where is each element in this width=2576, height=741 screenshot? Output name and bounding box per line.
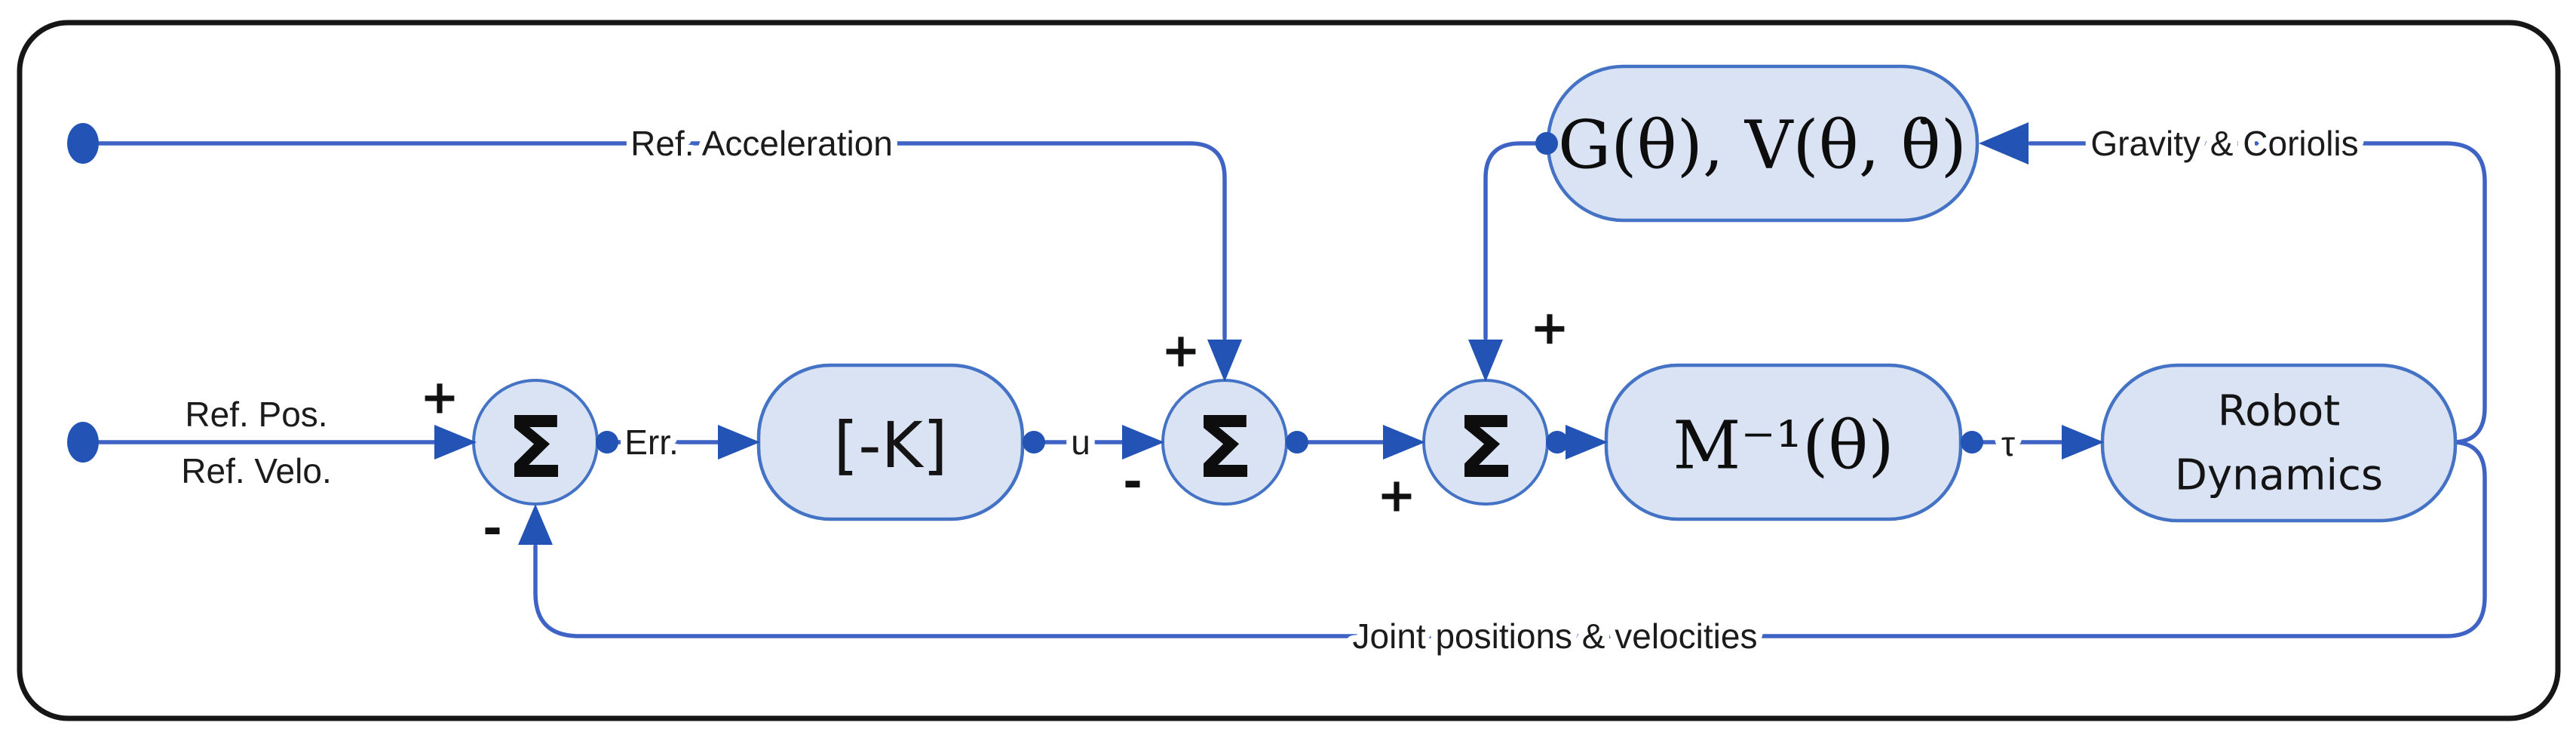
wire-rail-up-gravity bbox=[2028, 141, 2487, 444]
arrowhead-into-robot-dynamics bbox=[2062, 425, 2104, 460]
wire-ref-acceleration bbox=[97, 141, 1227, 340]
wire-gravity-feed bbox=[1483, 141, 1545, 340]
sum-accel-sigma: Σ bbox=[1196, 399, 1254, 497]
sum-torque-plus-left-sign: + bbox=[1377, 468, 1416, 523]
ref-pos-label: Ref. Pos. bbox=[185, 395, 327, 434]
arrowhead-accel-into-sum-accel bbox=[1207, 340, 1242, 382]
gain-block-label: [-K] bbox=[834, 408, 948, 482]
sum-error-plus-sign: + bbox=[420, 370, 459, 425]
arrowhead-into-gravity-block bbox=[1979, 122, 2029, 164]
arrowhead-gravity-into-sum-torque bbox=[1468, 340, 1503, 382]
block-robot-dynamics bbox=[2100, 363, 2458, 523]
robot-dynamics-label-line1: Robot bbox=[2218, 387, 2340, 436]
sum-error-output-dot bbox=[596, 431, 618, 454]
arrowhead-into-inertia bbox=[1566, 425, 1608, 460]
sum-error-sigma: Σ bbox=[507, 399, 565, 497]
wire-joint-feedback bbox=[533, 440, 2487, 638]
tau-signal-label: τ bbox=[2001, 424, 2015, 463]
arrow-dot-group bbox=[67, 122, 2104, 545]
joint-feedback-label: Joint positions & velocities bbox=[1353, 616, 1758, 656]
sum-accel-plus-sign: + bbox=[1161, 323, 1201, 378]
error-signal-label: Err. bbox=[624, 423, 679, 462]
ref-velo-label: Ref. Velo. bbox=[181, 451, 331, 490]
sum-error-minus-sign: - bbox=[483, 501, 502, 556]
ref-acceleration-source-dot bbox=[67, 123, 99, 164]
wire-group bbox=[97, 141, 2487, 638]
sum-accel-output-dot bbox=[1286, 431, 1308, 454]
inertia-output-dot bbox=[1961, 431, 1983, 454]
gravity-coriolis-signal-label: Gravity & Coriolis bbox=[2090, 124, 2358, 163]
arrowhead-into-gain bbox=[718, 425, 760, 460]
inverse-inertia-block-label: M⁻¹(θ) bbox=[1673, 407, 1894, 484]
sum-torque-output-dot bbox=[1546, 431, 1569, 454]
ref-pos-velo-source-dot bbox=[67, 422, 99, 463]
gravity-output-dot bbox=[1535, 132, 1558, 155]
arrowhead-feedback-into-sum-error bbox=[518, 504, 553, 545]
robot-dynamics-label-line2: Dynamics bbox=[2175, 451, 2383, 500]
arrowhead-u-into-sum-accel bbox=[1122, 425, 1164, 460]
arrowhead-into-sum-error bbox=[434, 425, 477, 460]
ref-acceleration-label: Ref. Acceleration bbox=[630, 124, 893, 163]
arrowhead-into-sum-torque bbox=[1383, 425, 1425, 460]
gravity-coriolis-block-label: G(θ), V(θ, θ̇) bbox=[1558, 106, 1967, 184]
sum-torque-plus-top-sign: + bbox=[1530, 300, 1569, 355]
sum-accel-minus-sign: - bbox=[1123, 454, 1142, 509]
u-signal-label: u bbox=[1071, 423, 1090, 462]
gain-output-dot bbox=[1023, 431, 1045, 454]
sum-torque-sigma: Σ bbox=[1457, 399, 1515, 497]
